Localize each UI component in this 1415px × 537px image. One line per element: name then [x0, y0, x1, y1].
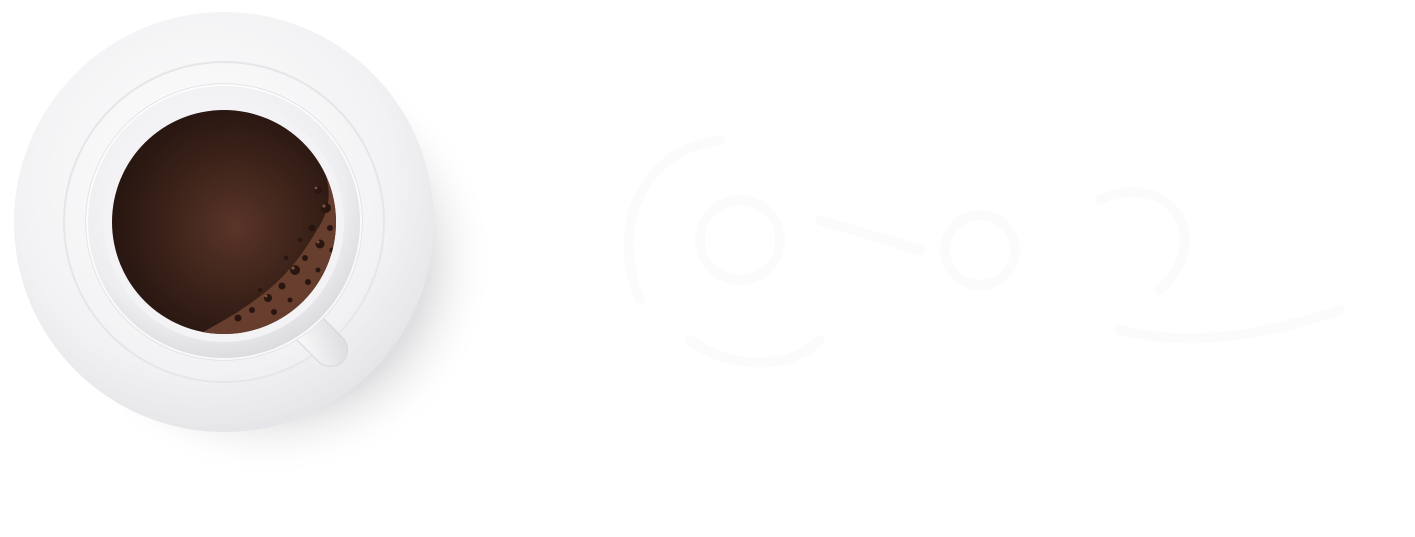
saucer-inner-ring	[63, 61, 385, 383]
coffee-surface	[112, 110, 336, 334]
faint-watermark-graphic	[623, 135, 1345, 368]
coffee-cup-illustration	[14, 12, 495, 477]
